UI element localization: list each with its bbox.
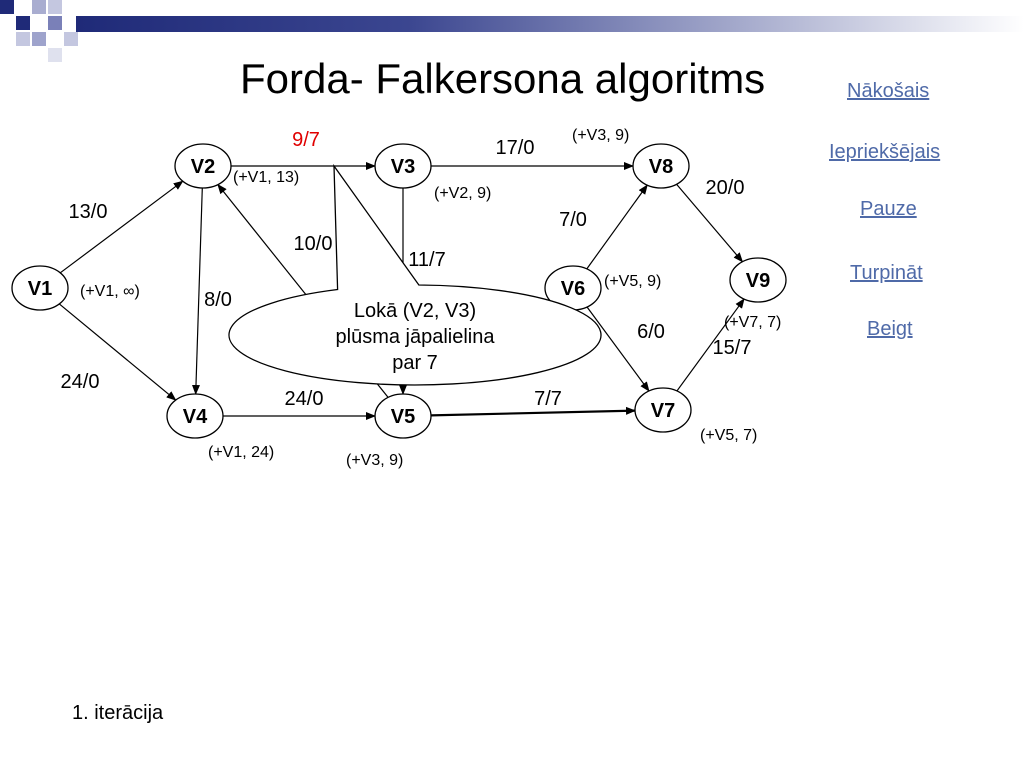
square-5 <box>16 32 30 46</box>
callout-line-2: plūsma jāpalielina <box>336 326 496 348</box>
edge-label-v6-v7: 6/0 <box>637 321 665 343</box>
square-4 <box>48 0 62 14</box>
edge-label-v2-v3: 9/7 <box>292 129 320 151</box>
edge-label-v2-v4: 8/0 <box>204 289 232 311</box>
square-2 <box>16 16 30 30</box>
edges-layer <box>58 162 745 420</box>
node-mark-v8: (+V3, 9) <box>572 127 629 144</box>
iteration-label: 1. iterācija <box>72 702 164 724</box>
edge-label-v7-v9: 15/7 <box>713 337 752 359</box>
node-v3 <box>374 143 432 189</box>
square-9 <box>48 48 62 62</box>
pause-link[interactable]: Pauze <box>860 198 917 220</box>
previous-link[interactable]: Iepriekšējais <box>829 141 941 163</box>
edge-label-v6-v8: 7/0 <box>559 209 587 231</box>
node-mark-v7: (+V5, 7) <box>700 427 757 444</box>
edge-v7-v9 <box>676 298 745 392</box>
square-7 <box>32 32 46 46</box>
callout-bubble <box>228 163 602 386</box>
square-8 <box>64 32 78 46</box>
edge-label-v4-v5: 24/0 <box>285 388 324 410</box>
node-marks-layer: (+V1, ∞) (+V1, 13) (+V2, 9) (+V3, 9) (+V5, 9… <box>80 127 781 469</box>
decorative-squares <box>0 0 1024 62</box>
node-label-v2: V2 <box>191 156 215 178</box>
node-label-v3: V3 <box>391 156 415 178</box>
callout-line-3: par 7 <box>392 352 438 374</box>
square-3 <box>32 0 46 14</box>
edge-label-v5-v2: 10/0 <box>294 233 333 255</box>
node-v8 <box>632 143 690 189</box>
edge-v6-v7 <box>586 306 650 392</box>
edge-v5-v7 <box>430 406 637 417</box>
node-v7 <box>634 387 692 433</box>
node-mark-v9: (+V7, 7) <box>724 314 781 331</box>
header-decoration <box>0 0 1024 64</box>
node-label-v5: V5 <box>391 406 415 428</box>
edge-v1-v4 <box>58 303 177 401</box>
edge-labels-layer: 13/0 24/0 9/7 8/0 10/0 17/0 11/7 24/0 7/7 7/0 6/0 2… <box>61 129 752 410</box>
end-link[interactable]: Beigt <box>867 318 913 340</box>
node-mark-v3: (+V2, 9) <box>434 185 491 202</box>
node-mark-v5: (+V3, 9) <box>346 452 403 469</box>
edge-label-v8-v9: 20/0 <box>706 177 745 199</box>
node-v9 <box>729 257 787 303</box>
edge-label-v1-v4: 24/0 <box>61 371 100 393</box>
node-label-v7: V7 <box>651 400 675 422</box>
square-1 <box>0 0 14 14</box>
edge-label-v1-v2: 13/0 <box>69 201 108 223</box>
edge-label-v3-v5: 11/7 <box>408 249 445 271</box>
callout: Lokā (V2, V3) plūsma jāpalielina par 7 <box>228 163 602 386</box>
node-label-v4: V4 <box>183 406 208 428</box>
callout-line-1: Lokā (V2, V3) <box>354 300 476 322</box>
node-label-v8: V8 <box>649 156 673 178</box>
node-label-v9: V9 <box>746 270 770 292</box>
callout-text: Lokā (V2, V3) plūsma jāpalielina par 7 <box>336 300 496 374</box>
edge-v6-v8 <box>586 184 648 270</box>
edge-label-v5-v7: 7/7 <box>534 388 562 410</box>
page-title: Forda- Falkersona algoritms <box>240 55 766 102</box>
node-v5 <box>374 393 432 439</box>
node-mark-v6: (+V5, 9) <box>604 273 661 290</box>
node-mark-v2: (+V1, 13) <box>233 169 299 186</box>
edge-v8-v9 <box>676 183 744 263</box>
node-label-v6: V6 <box>561 278 585 300</box>
node-v1 <box>11 265 69 311</box>
node-label-v1: V1 <box>28 278 52 300</box>
continue-link[interactable]: Turpināt <box>850 262 923 284</box>
edge-v1-v2 <box>59 180 184 274</box>
node-mark-v4: (+V1, 24) <box>208 444 274 461</box>
node-v4 <box>166 393 224 439</box>
next-link[interactable]: Nākošais <box>847 80 930 102</box>
node-v2 <box>174 143 232 189</box>
node-mark-v1: (+V1, ∞) <box>80 283 140 300</box>
square-6 <box>48 16 62 30</box>
edge-v2-v4 <box>191 187 203 396</box>
edge-label-v3-v8: 17/0 <box>496 137 535 159</box>
gradient-bar <box>76 16 1024 32</box>
